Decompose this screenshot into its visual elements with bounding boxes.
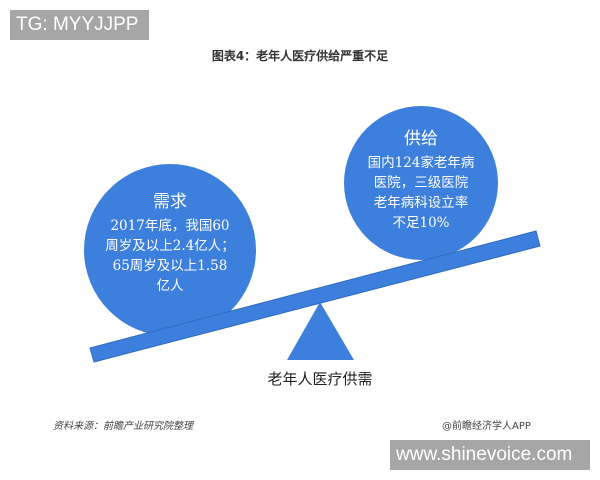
supply-heading: 供给 bbox=[404, 129, 438, 149]
supply-bubble: 供给 国内124家老年病 医院，三级医院 老年病科设立率 不足10% bbox=[342, 127, 500, 233]
supply-line: 不足10% bbox=[392, 215, 450, 231]
figure-title: 图表4：老年人医疗供给严重不足 bbox=[211, 49, 389, 63]
watermark-tag-bottom: www.shinevoice.com bbox=[390, 440, 590, 470]
demand-line: 亿人 bbox=[156, 278, 184, 294]
demand-line: 65周岁及以上1.58 bbox=[112, 258, 228, 274]
supply-line: 国内124家老年病 bbox=[367, 155, 475, 171]
demand-heading: 需求 bbox=[153, 192, 187, 212]
seesaw-beam bbox=[89, 230, 541, 363]
source-note: 资料来源：前瞻产业研究院整理 bbox=[53, 421, 193, 432]
demand-line: 2017年底，我国60 bbox=[110, 218, 230, 234]
fulcrum-triangle bbox=[287, 302, 354, 360]
supply-circle bbox=[344, 106, 498, 260]
credit-note: @前瞻经济学人APP bbox=[442, 421, 531, 432]
demand-line: 周岁及以上2.4亿人； bbox=[105, 238, 235, 254]
demand-bubble: 需求 2017年底，我国60 周岁及以上2.4亿人； 65周岁及以上1.58 亿… bbox=[85, 190, 255, 296]
supply-line: 老年病科设立率 bbox=[373, 195, 469, 211]
fulcrum-caption: 老年人医疗供需 bbox=[267, 370, 373, 388]
demand-circle bbox=[84, 164, 256, 336]
watermark-tag-top: TG: MYYJJPP bbox=[10, 10, 149, 40]
supply-line: 医院，三级医院 bbox=[373, 175, 469, 191]
